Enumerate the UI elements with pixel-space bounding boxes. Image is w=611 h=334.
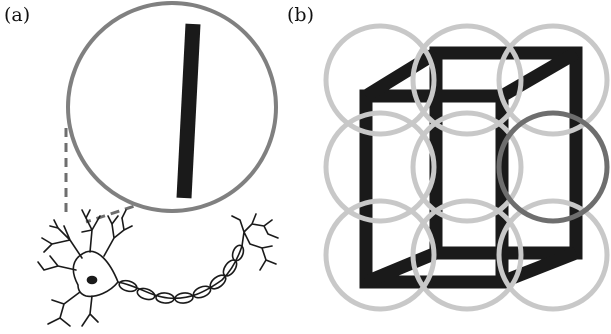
cube-edge-top-right: [498, 47, 580, 102]
cube-edge-bottom-left: [363, 246, 439, 289]
circle-r1c3: [496, 23, 610, 137]
axon-path: [117, 245, 243, 300]
circle-grid: [323, 23, 610, 312]
myelin-sheaths: [118, 244, 245, 304]
circle-r1c2: [410, 23, 524, 137]
dendrite-2: [81, 215, 101, 253]
dendrite-1: [41, 225, 83, 259]
circle-r2c3-highlighted: [496, 110, 610, 224]
dendrite-3: [103, 217, 133, 257]
circle-r3c1: [323, 198, 437, 312]
neuron-drawing: [37, 209, 279, 327]
dendrite-6: [81, 295, 99, 327]
cube-edge-top-left: [362, 47, 440, 102]
circle-r1c1: [323, 23, 437, 137]
dendrite-tips: [49, 209, 127, 229]
circle-r2c1: [323, 110, 437, 224]
panel-a-diagram: [37, 1, 279, 327]
neuron-soma: [72, 250, 119, 298]
circle-r2c2: [410, 110, 524, 224]
magnifier-circle: [66, 1, 278, 213]
necker-cube: [359, 46, 583, 289]
axon-segment: [176, 23, 201, 199]
neuron-nucleus: [86, 275, 98, 285]
circle-r3c3: [496, 198, 610, 312]
panel-b-diagram: [323, 23, 610, 312]
panel-a-label: (a): [4, 4, 31, 26]
dendrite-5: [47, 291, 81, 327]
circle-r3c2: [410, 198, 524, 312]
dendrite-4: [37, 255, 77, 271]
axon-terminals: [231, 213, 279, 271]
panel-b-label: (b): [287, 4, 314, 26]
